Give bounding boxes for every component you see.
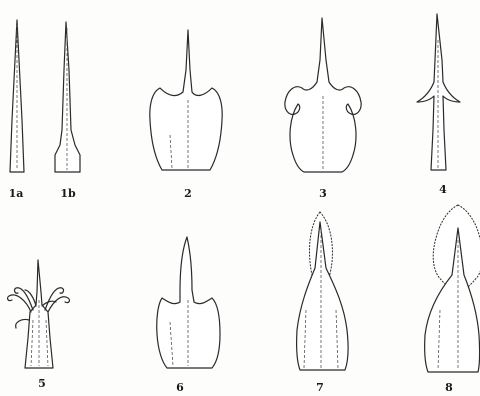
figure-label-1a: 1a (9, 188, 24, 199)
figure-1b-drawing (55, 22, 80, 172)
figure-6-drawing (157, 237, 220, 368)
figure-4-drawing (417, 14, 460, 170)
figure-3-drawing (285, 18, 361, 172)
figure-1a-drawing (10, 20, 24, 172)
figure-8-drawing (425, 205, 480, 372)
figure-label-4: 4 (439, 184, 447, 195)
figure-label-1b: 1b (60, 188, 75, 199)
figure-5-drawing (8, 260, 70, 368)
figure-label-7: 7 (316, 382, 324, 393)
figure-2-drawing (150, 30, 222, 170)
figure-label-3: 3 (319, 188, 327, 199)
figure-label-5: 5 (38, 378, 46, 389)
figure-label-6: 6 (176, 382, 184, 393)
figure-label-2: 2 (184, 188, 192, 199)
figure-label-8: 8 (445, 382, 453, 393)
figure-7-drawing (297, 212, 348, 370)
